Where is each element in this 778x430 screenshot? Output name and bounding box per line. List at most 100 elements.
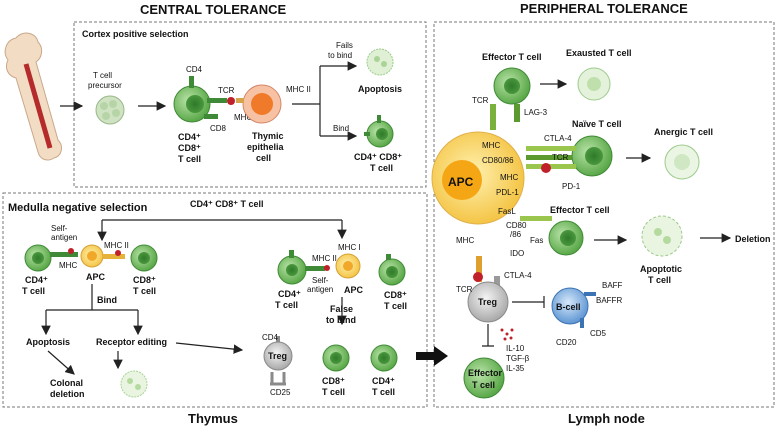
result-label-1: CD4⁺ CD8⁺	[354, 152, 402, 162]
r-cd8-label-2: T cell	[384, 301, 407, 311]
cd4-label: CD4	[186, 65, 203, 74]
out-cd4-label-1: CD4⁺	[372, 376, 395, 386]
precursor-label-1: T cell	[93, 71, 112, 80]
effector-t-cell-1-icon	[490, 67, 531, 130]
arrow	[47, 350, 75, 375]
naive-label: Naïve T cell	[572, 119, 622, 129]
mhc2-label: MHC	[500, 173, 518, 182]
bcell-label: B-cell	[556, 302, 581, 312]
effector-t-cell-2-icon	[520, 216, 584, 256]
b-cell-icon	[551, 287, 596, 328]
right-apc-icon	[335, 253, 361, 279]
fails-label-2: to bind	[328, 51, 352, 60]
treg-label: Treg	[268, 351, 287, 361]
receptor-editing-label: Receptor editing	[96, 337, 167, 347]
bind-label: Bind	[333, 124, 349, 133]
medulla-apc-icon	[80, 244, 125, 268]
mhc2-label: MHC II	[286, 85, 311, 94]
self-antigen-label-1: Self-	[51, 224, 68, 233]
branch-line	[292, 66, 321, 136]
effector3-label-2: T cell	[472, 380, 495, 390]
apoptotic-cell-icon	[120, 370, 148, 398]
apoptotic-label-2: T cell	[648, 275, 671, 285]
lymph-node-label: Lymph node	[568, 411, 645, 426]
fails-label-1: Fails	[336, 41, 353, 50]
cytokine-label-2: TGF-β	[506, 354, 530, 363]
baffr-label: BAFFR	[596, 296, 622, 305]
pdl1-label: PDL-1	[496, 188, 519, 197]
thymic-label-1: Thymic	[252, 131, 284, 141]
self-antigen-label-2: antigen	[51, 233, 77, 242]
bone-icon	[4, 32, 62, 161]
cd80-label: CD80/86	[482, 156, 514, 165]
thymic-epithelial-cell-icon	[236, 84, 282, 124]
cd25-label: CD25	[270, 388, 291, 397]
self-antigen-icon	[68, 248, 74, 254]
apoptosis-label: Apoptosis	[358, 84, 402, 94]
tcr-label: TCR	[472, 96, 489, 105]
medulla-title: Medulla negative selection	[8, 202, 148, 214]
mhc-label: MHC	[59, 261, 77, 270]
antigen-icon	[541, 163, 551, 173]
cd8-cell-label-1: CD8⁺	[133, 275, 156, 285]
dp-cell-label-1: CD4⁺	[178, 132, 201, 142]
thymic-label-2: epithelia	[247, 142, 285, 152]
r-apc-label: APC	[344, 285, 364, 295]
mhc-label: MHC	[482, 141, 500, 150]
cd8-label: CD8	[210, 124, 227, 133]
effector1-label: Effector T cell	[482, 52, 542, 62]
medulla-cd4-t-cell-icon	[24, 244, 78, 272]
treg-label: Treg	[478, 297, 497, 307]
false-bind-label-2: to bind	[326, 315, 356, 325]
pd1-label: PD-1	[562, 182, 581, 191]
naive-t-cell-icon	[526, 135, 613, 177]
r-self-antigen-label-2: antigen	[307, 285, 333, 294]
cytokine-label-1: IL-10	[506, 344, 525, 353]
peripheral-tolerance-title: PERIPHERAL TOLERANCE	[520, 1, 688, 16]
fas-label: Fas	[530, 236, 543, 245]
output-cd4-t-cell-icon	[370, 344, 398, 372]
effector-t-cell-3-icon	[463, 357, 505, 399]
right-cd8-t-cell-icon	[378, 254, 406, 286]
output-cd8-t-cell-icon	[322, 344, 350, 372]
transfer-arrow-icon	[416, 346, 448, 366]
mhc3-label: MHC	[456, 236, 474, 245]
antigen-icon	[227, 97, 235, 105]
false-bind-label-1: False	[330, 304, 353, 314]
lymph-node-panel	[433, 21, 775, 408]
medulla-cd8-t-cell-icon	[130, 244, 158, 272]
r-mhc1-label: MHC I	[338, 243, 361, 252]
cd8-cell-label-2: T cell	[133, 286, 156, 296]
r-self-antigen-label-1: Self-	[312, 276, 329, 285]
cd4-cell-label-1: CD4⁺	[25, 275, 48, 285]
dp-cell-label-3: T cell	[178, 154, 201, 164]
cortex-title: Cortex positive selection	[82, 29, 189, 39]
inhibition-line	[482, 324, 494, 347]
cd5-label: CD5	[590, 329, 607, 338]
mhc1-label: MHC I	[234, 113, 257, 122]
double-positive-t-cell-icon	[173, 76, 227, 123]
medulla-top-label: CD4⁺ CD8⁺ T cell	[190, 199, 264, 209]
medulla-panel	[2, 192, 428, 408]
ctla4b-label: CTLA-4	[504, 271, 532, 280]
central-apc-icon	[431, 131, 525, 225]
self-antigen-icon	[115, 250, 121, 256]
fasl-label: FasL	[498, 207, 516, 216]
peripheral-treg-icon	[467, 256, 509, 323]
apoptosis-label: Apoptosis	[26, 337, 70, 347]
r-cd4-label-2: T cell	[275, 300, 298, 310]
r-mhc2-label: MHC II	[312, 254, 337, 263]
precursor-label-2: precursor	[88, 81, 122, 90]
out-cd8-label-1: CD8⁺	[322, 376, 345, 386]
effector2-label: Effector T cell	[550, 205, 610, 215]
inhibition-line	[512, 296, 545, 308]
apoptotic-label-1: Apoptotic	[640, 264, 682, 274]
apc-label: APC	[86, 272, 106, 282]
cytokine-dots-icon	[500, 328, 514, 341]
thymic-label-3: cell	[256, 153, 271, 163]
tcr2-label: TCR	[552, 153, 569, 162]
cd4-cell-label-2: T cell	[22, 286, 45, 296]
result-label-2: T cell	[370, 163, 393, 173]
